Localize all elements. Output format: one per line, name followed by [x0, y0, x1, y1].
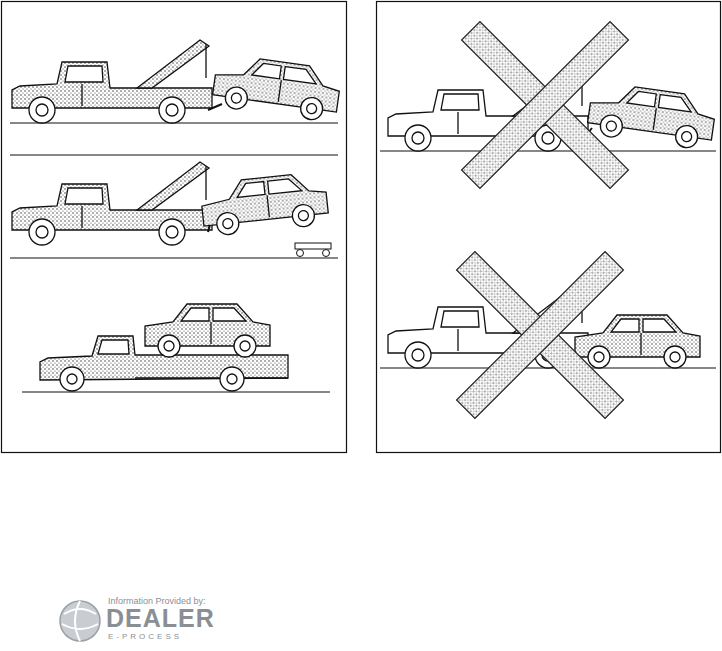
provider-note: Information Provided by:	[108, 597, 206, 606]
logo-subtitle: E-PROCESS	[108, 633, 182, 641]
logo-wordmark: DEALER	[106, 606, 215, 631]
